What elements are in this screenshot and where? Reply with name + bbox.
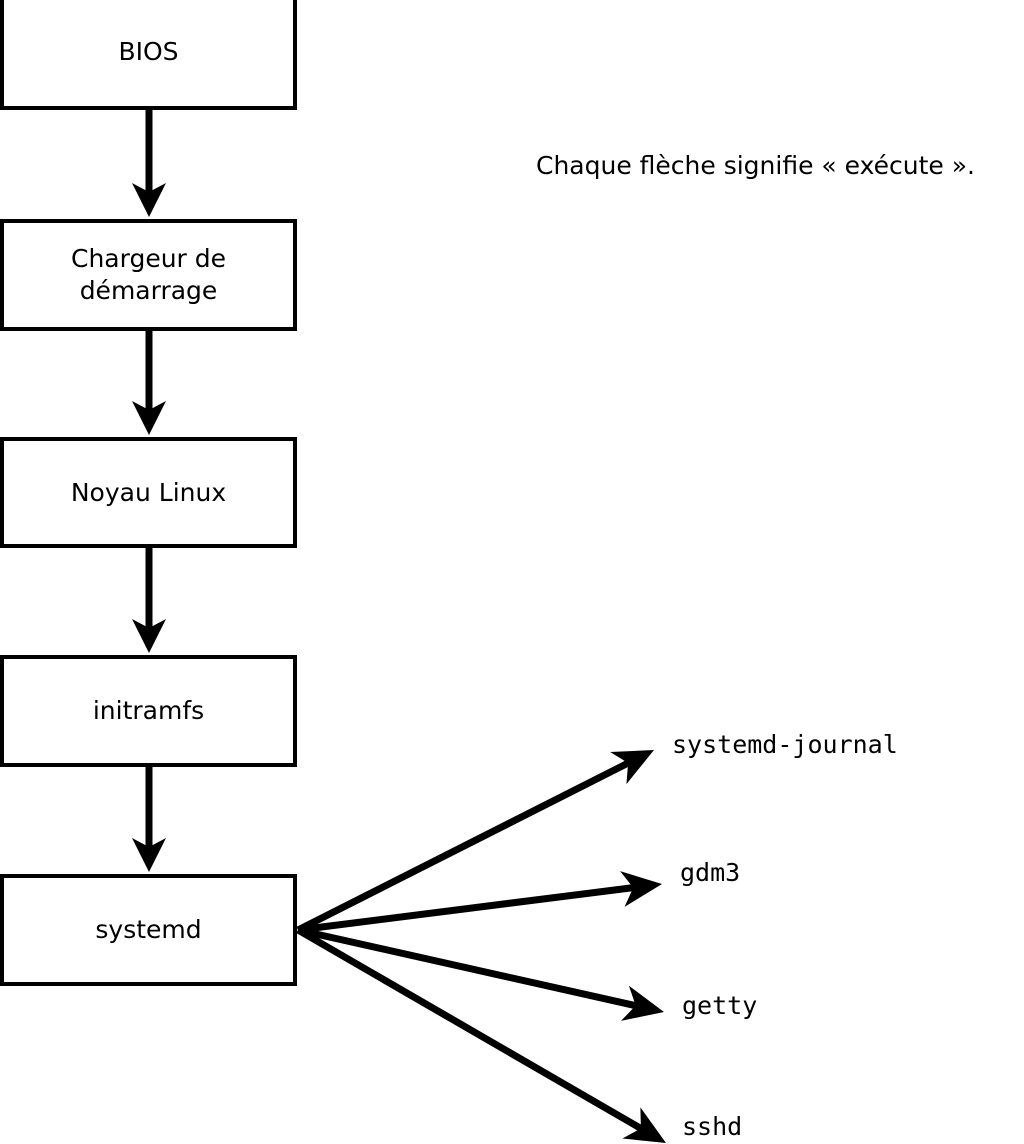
fan-arrow-group: [296, 750, 666, 1143]
service-label-gdm3[interactable]: gdm3: [680, 858, 741, 887]
node-label-bootloader: Chargeur de démarrage: [70, 244, 227, 305]
node-label-systemd: systemd: [95, 915, 202, 944]
arrow-systemd-to-systemd-journal: [296, 750, 654, 934]
arrow-initramfs-to-systemd: [132, 767, 166, 872]
node-box-initramfs[interactable]: initramfs: [0, 655, 297, 767]
service-label-systemd-journal[interactable]: systemd-journal: [672, 730, 898, 759]
node-box-bios[interactable]: BIOS: [0, 0, 297, 110]
node-box-bootloader[interactable]: Chargeur de démarrage: [0, 219, 297, 331]
service-label-getty[interactable]: getty: [682, 991, 758, 1020]
node-label-kernel: Noyau Linux: [70, 477, 227, 507]
arrow-systemd-to-sshd: [296, 926, 666, 1143]
arrow-systemd-to-gdm3: [297, 871, 662, 934]
node-box-kernel[interactable]: Noyau Linux: [0, 437, 297, 548]
node-label-initramfs: initramfs: [92, 696, 205, 725]
arrow-bios-to-bootloader: [132, 110, 166, 217]
diagram-caption: Chaque flèche signifie « exécute ».: [536, 151, 975, 180]
chain-arrow-group: [132, 110, 166, 872]
arrow-bootloader-to-kernel: [132, 331, 166, 435]
service-label-sshd[interactable]: sshd: [682, 1112, 743, 1141]
node-box-systemd[interactable]: systemd: [0, 874, 297, 986]
arrow-systemd-to-getty: [297, 926, 664, 1021]
node-label-bios: BIOS: [118, 37, 179, 66]
arrow-kernel-to-initramfs: [132, 548, 166, 653]
